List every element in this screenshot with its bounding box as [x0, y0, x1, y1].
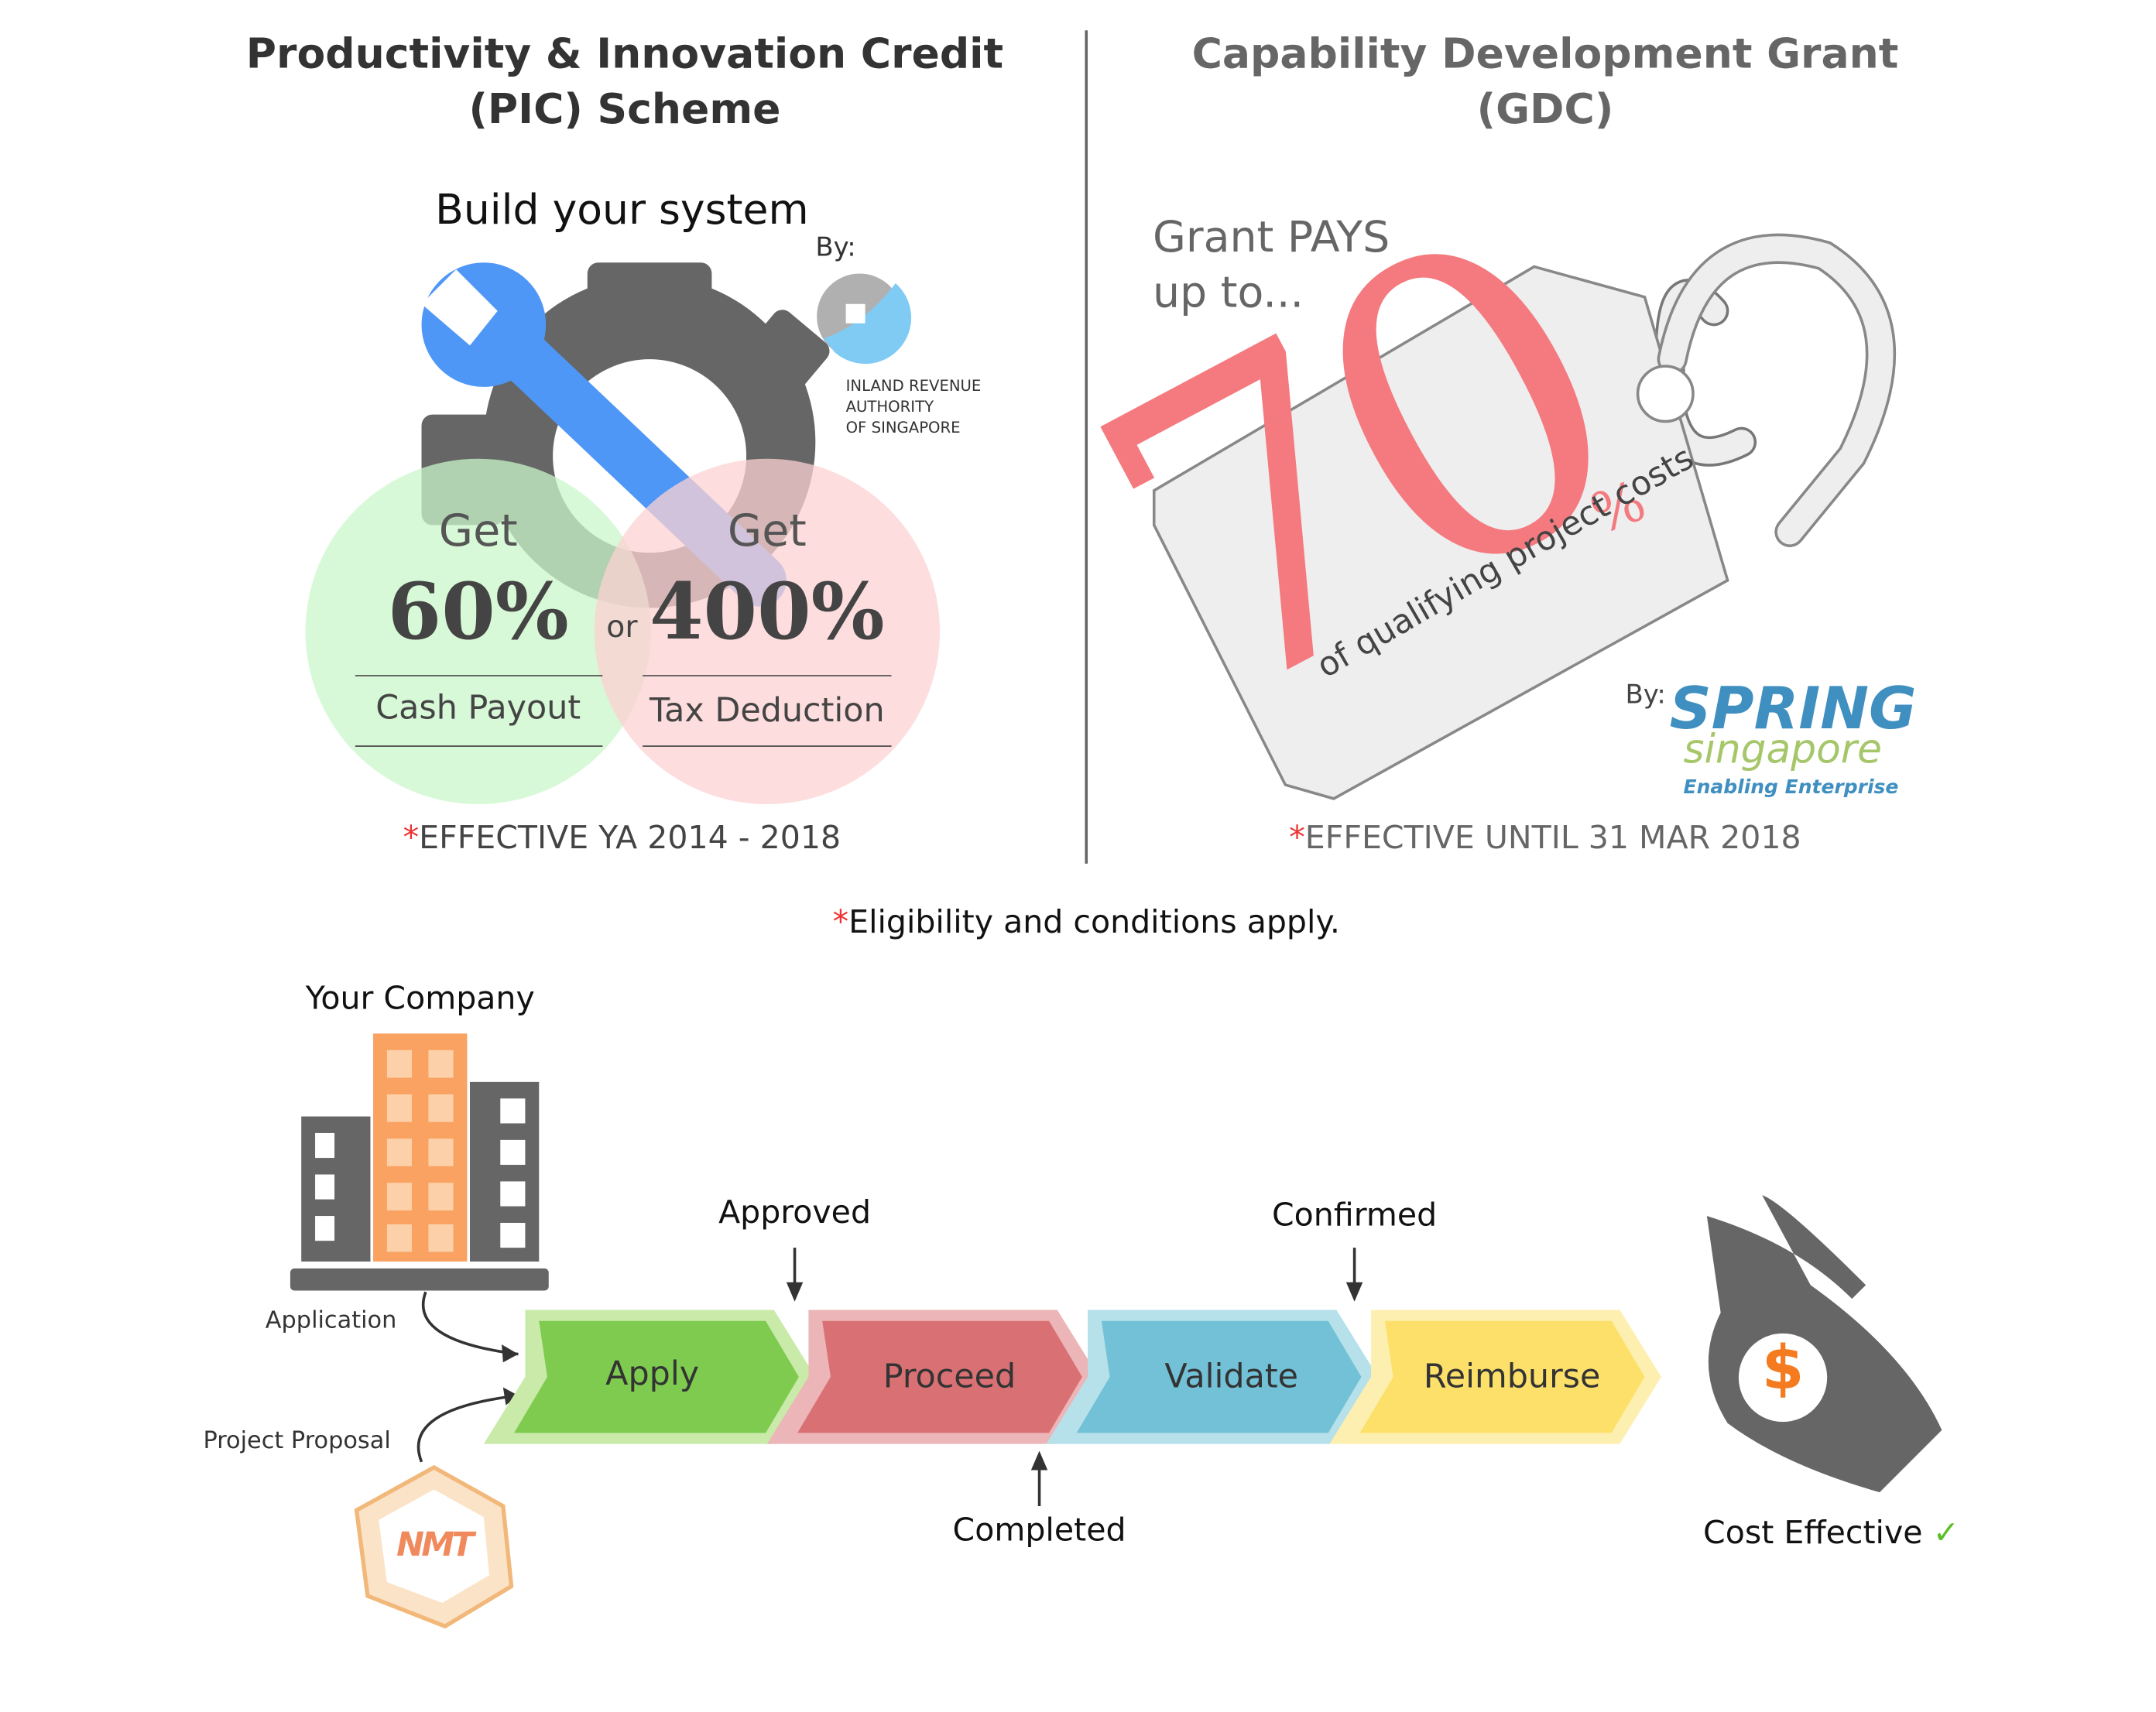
asterisk: *	[403, 820, 420, 857]
cash-payout-circle	[305, 458, 651, 805]
eligibility-text: Eligibility and conditions apply.	[848, 905, 1340, 941]
chevron-step-apply	[514, 1320, 799, 1433]
nmt-logo-text: NMT	[396, 1525, 475, 1564]
chevron-step-validate	[1076, 1320, 1362, 1433]
approved-label: Approved	[718, 1195, 872, 1231]
option2-value: 400%	[649, 566, 885, 658]
option1-value: 60%	[387, 566, 569, 658]
step-validate-label: Validate	[1164, 1357, 1299, 1396]
wrench-jaw	[421, 269, 498, 346]
chevron-step-proceed	[797, 1320, 1082, 1433]
price-tag	[1152, 233, 1896, 800]
cdg-effective: *EFFECTIVE UNTIL 31 MAR 2018	[1289, 820, 1801, 856]
eligibility-note: *Eligibility and conditions apply.	[833, 905, 1340, 940]
pic-subtitle: Build your system	[435, 187, 809, 235]
pic-effective-text: EFFECTIVE YA 2014 - 2018	[419, 820, 841, 857]
intro-line2: up to...	[1152, 268, 1304, 318]
proposal-arrow	[416, 1394, 519, 1463]
iras-line: OF SINGAPORE	[845, 418, 961, 437]
option1-label: Cash Payout	[375, 688, 581, 728]
project-proposal-label: Project Proposal	[203, 1427, 391, 1455]
chevron-step-reimburse	[1359, 1320, 1645, 1433]
intro-line1: Grant PAYS	[1152, 212, 1390, 263]
cdg-title-line1: Capability Development Grant	[1191, 30, 1899, 79]
outcome: Cost Effective ✓	[1703, 1515, 1959, 1551]
option1-get: Get	[438, 504, 518, 557]
company-building-icon	[290, 1033, 549, 1291]
option2-label: Tax Deduction	[650, 690, 885, 730]
asterisk: *	[1289, 820, 1305, 857]
check-icon: ✓	[1932, 1515, 1960, 1552]
application-label: Application	[265, 1306, 397, 1335]
iras-logo	[817, 273, 912, 365]
pic-title-line2: (PIC) Scheme	[468, 85, 781, 135]
spring-logo-word1: SPRING	[1669, 674, 1917, 742]
application-arrow	[421, 1291, 519, 1356]
iras-line: AUTHORITY	[845, 398, 934, 416]
step-apply-label: Apply	[605, 1354, 700, 1393]
company-label: Your Company	[305, 981, 535, 1017]
cdg-intro: Grant PAYS up to...	[1153, 210, 1390, 320]
confirmed-label: Confirmed	[1272, 1197, 1438, 1234]
or-label: or	[606, 611, 638, 645]
cdg-by-label: By:	[1625, 680, 1666, 710]
outcome-text: Cost Effective	[1703, 1515, 1923, 1552]
hand-coin-icon	[1706, 1195, 1942, 1493]
iras-name: INLAND REVENUE AUTHORITY OF SINGAPORE	[846, 376, 982, 438]
spring-logo-tagline: Enabling Enterprise	[1683, 776, 1899, 799]
step-reimburse-label: Reimburse	[1423, 1357, 1601, 1396]
pic-by-label: By:	[815, 231, 856, 263]
asterisk: *	[832, 905, 849, 941]
dollar-icon: $	[1761, 1333, 1805, 1404]
step-proceed-label: Proceed	[883, 1357, 1016, 1396]
tax-deduction-circle	[594, 458, 941, 805]
spring-logo-word2: singapore	[1683, 725, 1882, 772]
option2-get: Get	[727, 504, 807, 557]
iras-line: INLAND REVENUE	[845, 377, 982, 395]
cdg-effective-text: EFFECTIVE UNTIL 31 MAR 2018	[1304, 820, 1801, 857]
cdg-title-line2: (GDC)	[1476, 85, 1614, 135]
nmt-logo	[354, 1464, 514, 1629]
completed-label: Completed	[952, 1512, 1126, 1549]
pic-effective: *EFFECTIVE YA 2014 - 2018	[403, 820, 841, 856]
pic-title-line1: Productivity & Innovation Credit	[245, 30, 1004, 79]
